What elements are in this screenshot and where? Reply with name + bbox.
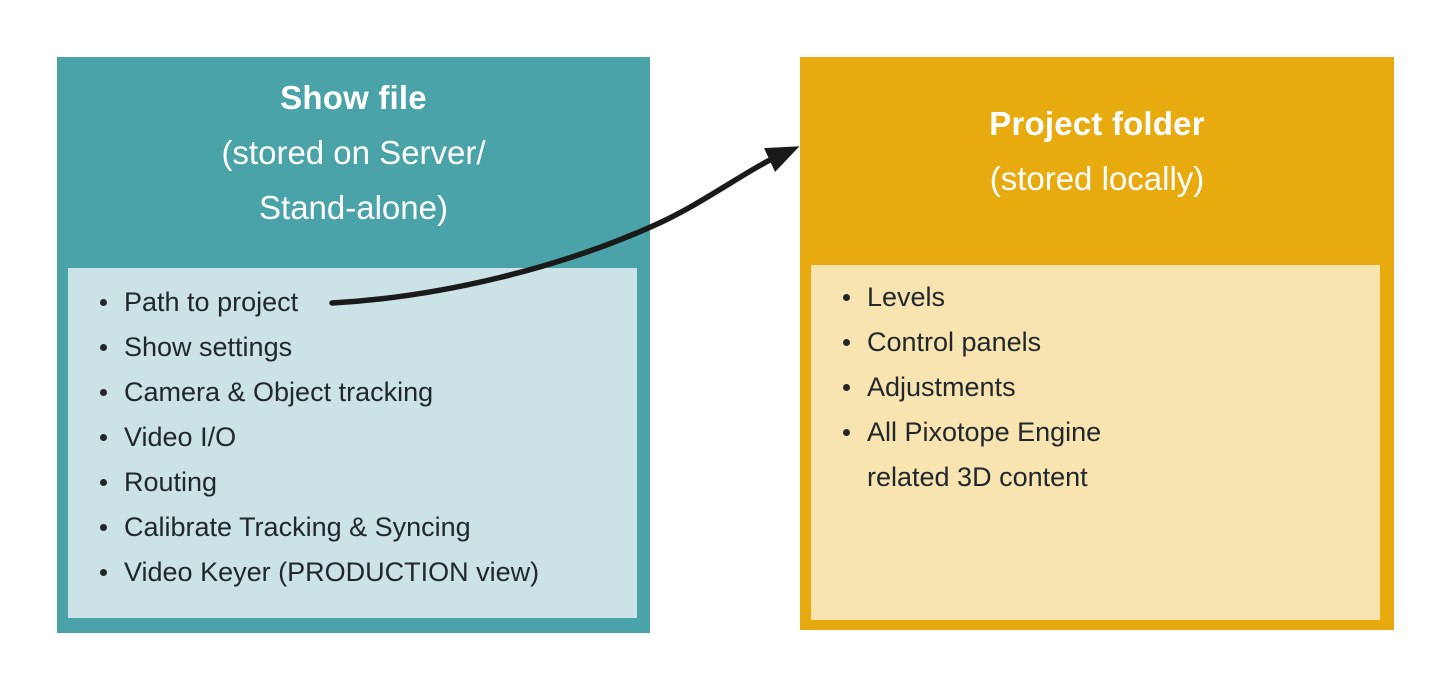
bullet-icon [100,299,107,306]
bullet-icon [843,384,850,391]
project-folder-header: Project folder (stored locally) [800,57,1394,265]
list-item: Path to project [100,280,619,325]
list-item: All Pixotope Engine related 3D content [843,410,1362,500]
bullet-icon [100,434,107,441]
bullet-icon [843,339,850,346]
list-item-label: Video I/O [124,422,237,452]
show-file-header: Show file (stored on Server/ Stand-alone… [57,57,650,268]
bullet-icon [100,524,107,531]
list-item-label: Routing [124,467,218,497]
list-item-label: Adjustments [867,372,1016,402]
show-file-subtitle-line: Stand-alone) [259,189,448,226]
list-item: Adjustments [843,365,1362,410]
list-item-label: Control panels [867,327,1042,357]
bullet-icon [843,429,850,436]
list-item: Show settings [100,325,619,370]
show-file-subtitle-line: (stored on Server/ [221,134,486,171]
list-item-label: Levels [867,282,946,312]
bullet-icon [100,389,107,396]
list-item: Video Keyer (PRODUCTION view) [100,550,619,595]
show-file-subtitle: (stored on Server/ Stand-alone) [221,125,485,235]
list-item: Video I/O [100,415,619,460]
project-folder-subtitle: (stored locally) [990,151,1205,206]
list-item: Calibrate Tracking & Syncing [100,505,619,550]
list-item: Camera & Object tracking [100,370,619,415]
list-item: Routing [100,460,619,505]
list-item-label: All Pixotope Engine related 3D content [867,417,1102,492]
list-item-label: Calibrate Tracking & Syncing [124,512,471,542]
bullet-icon [843,294,850,301]
bullet-icon [100,569,107,576]
list-item-label: Video Keyer (PRODUCTION view) [124,557,540,587]
bullet-icon [100,344,107,351]
show-file-box: Show file (stored on Server/ Stand-alone… [57,57,650,633]
bullet-icon [100,479,107,486]
project-folder-box: Project folder (stored locally) Levels [800,57,1394,630]
list-item-label: Camera & Object tracking [124,377,434,407]
show-file-title: Show file [280,79,427,116]
list-item: Levels [843,275,1362,320]
project-folder-contents-panel: Levels Control panels Adjustments [811,265,1380,620]
list-item: Control panels [843,320,1362,365]
show-file-item-list: Path to project Show settings Camera & O… [68,268,637,595]
project-folder-item-list: Levels Control panels Adjustments [811,265,1380,500]
list-item-label: Show settings [124,332,293,362]
project-folder-subtitle-line: (stored locally) [989,160,1205,197]
list-item-label: Path to project [124,287,299,317]
show-file-contents-panel: Path to project Show settings Camera & O… [68,268,637,618]
project-folder-title: Project folder [989,105,1205,142]
